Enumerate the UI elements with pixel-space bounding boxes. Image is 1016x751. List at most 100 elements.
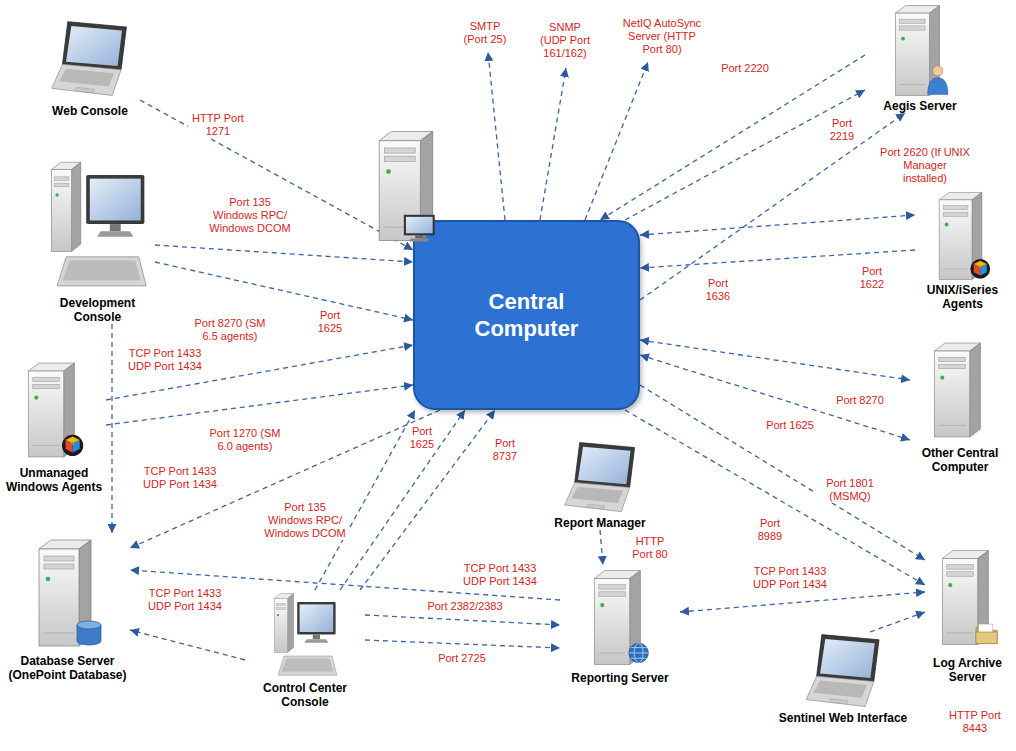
port-label: Port 2220 [721,62,769,75]
computer-node: Web Console [40,15,140,118]
node-label: Control Center Console [245,681,365,709]
icon-polygon [66,26,122,66]
icon-polygon [574,443,634,488]
icon-polygon [813,681,867,698]
dashed-connector [365,640,560,648]
service-label: SMTP (Port 25) [458,20,513,46]
service-label: SNMP (UDP Port 161/162) [537,21,593,60]
icon-rect [900,26,925,30]
icon-polygon [970,343,981,437]
port-label: TCP Port 1433 UDP Port 1434 [125,347,205,373]
port-label: Port 8270 [836,394,884,407]
port-label: Port 135 Windows RPC/ Windows DCOM [262,501,348,540]
icon-polygon [282,658,334,671]
icon-circle [71,442,74,445]
icon-rect [406,217,433,233]
dashed-connector [365,615,560,625]
port-label: Port 2725 [438,652,486,665]
icon-circle [948,583,952,587]
icon-rect [28,371,63,457]
icon-rect [946,565,973,569]
icon-rect [599,585,626,589]
server-icon [889,3,951,98]
icon-circle [45,577,50,582]
icon-polygon [97,231,133,236]
port-label: Port 8737 [490,437,520,463]
dashed-connector [625,410,925,585]
computer-node: Log Archive Server [925,540,1010,684]
dashed-connector [640,113,905,300]
server-icon [33,533,103,653]
computer-node: Development Console [40,155,155,324]
port-label: Port 1622 [857,265,887,291]
dashed-connector [600,55,865,220]
icon-polygon [973,264,980,276]
icon-polygon [62,22,126,70]
node-label: Unmanaged Windows Agents [2,466,106,494]
dashed-connector [640,340,910,380]
icon-rect [939,357,966,361]
port-label: TCP Port 1433 UDP Port 1434 [145,587,225,613]
dashed-connector [130,410,440,548]
icon-rect [599,592,626,596]
icon-polygon [288,594,294,653]
node-label: Central Computer [447,288,607,342]
icon-rect [895,13,929,95]
icon-circle [978,266,981,269]
port-label: TCP Port 1433 UDP Port 1434 [750,565,830,591]
port-label: Port 2382/2383 [427,600,502,613]
icon-line [900,84,925,85]
icon-polygon [62,260,140,280]
port-label: HTTP Port 80 [628,535,672,561]
icon-polygon [57,257,146,286]
port-label: Port 135 Windows RPC/ Windows DCOM [207,196,293,235]
port-label: Port 1625 [766,419,814,432]
icon-circle [34,396,38,400]
icon-rect [54,177,69,181]
icon-polygon [278,656,337,675]
server-icon [23,355,85,465]
icon-rect [276,603,286,605]
server-icon [589,565,651,670]
node-label: Reporting Server [560,671,680,685]
laptop-icon [563,440,638,515]
icon-rect [39,549,79,646]
icon-line [599,652,626,653]
node-label: Report Manager [545,516,655,530]
port-label: Port 1636 [703,277,733,303]
icon-circle [600,603,604,607]
leader-arrow [540,68,566,220]
icon-rect [33,377,60,381]
dashed-connector [640,355,910,440]
dashed-connector [130,630,245,660]
icon-polygon [59,69,114,87]
icon-rect [415,235,423,238]
icon-rect [89,179,140,221]
icon-rect [33,384,60,388]
icon-rect [900,19,925,23]
dashed-connector [106,385,413,425]
icon-rect [44,556,74,561]
dashed-connector [600,530,603,565]
node-label: UNIX/iSeries Agents [915,283,1010,311]
dashed-connector [870,612,925,632]
icon-polygon [73,440,80,452]
port-label: Port 2620 (If UNIX Manager installed) [880,146,970,185]
icon-line [939,425,966,426]
icon-polygon [304,639,328,643]
icon-polygon [571,487,623,504]
icon-path [928,78,948,95]
icon-rect [934,351,969,437]
icon-polygon [76,87,95,92]
icon-circle [970,259,990,279]
port-label: TCP Port 1433 UDP Port 1434 [140,465,220,491]
laptop-icon [801,632,886,710]
icon-rect [594,579,629,665]
icon-circle [277,614,279,616]
dashed-connector [680,592,925,612]
node-label: Sentinel Web Interface [768,711,918,725]
icon-circle [940,376,944,380]
icon-circle [944,223,948,227]
node-label: Web Console [40,104,140,118]
icon-polygon [820,639,875,678]
